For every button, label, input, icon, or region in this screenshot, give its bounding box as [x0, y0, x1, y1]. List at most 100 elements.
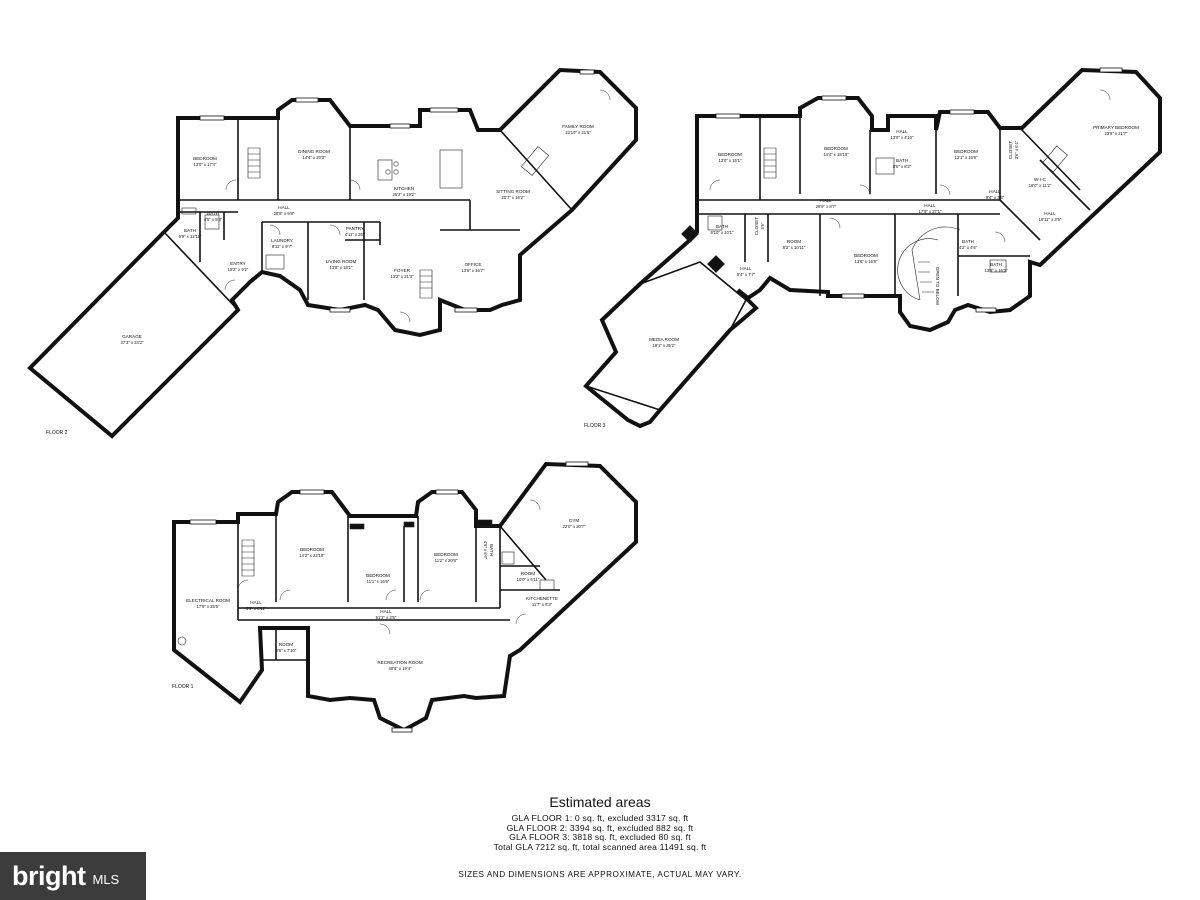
room-dim: 4'2" x 4'6": [959, 245, 978, 250]
room-name: KITCHENETTE: [526, 596, 558, 601]
room-name: DINING ROOM: [298, 149, 330, 154]
area-line-floor-1: GLA FLOOR 1: 0 sq. ft, excluded 3317 sq.…: [511, 813, 689, 823]
room-name: PANTRY: [346, 226, 364, 231]
room-dim: 9'4" x 3'6": [986, 195, 1005, 200]
room-name: GARAGE: [122, 334, 142, 339]
floor-1-windows: [189, 461, 589, 733]
room-dim: 23'6" x 21'7": [1105, 131, 1128, 136]
room-dim: 13'9" x 16'3": [985, 268, 1008, 273]
room-name: BEDROOM: [366, 573, 390, 578]
room-dim: 14'4" x 20'0": [303, 155, 326, 160]
room-name: BATH: [489, 544, 494, 556]
room-name: W-I-C: [1034, 177, 1047, 182]
room-name: BEDROOM: [193, 156, 217, 161]
floor-plans: BEDROOM 13'0" x 17'4" DINING ROOM 14'4" …: [27, 67, 1162, 733]
room-name: HALL: [924, 203, 936, 208]
room-dim: 20'7" x 16'2": [502, 195, 525, 200]
room-dim: 9'6" x 7'10": [276, 648, 297, 653]
floor-3-windows: [715, 67, 1123, 313]
floor-3-room-labels: BEDROOM 13'0" x 15'1" BEDROOM 14'4" x 18…: [649, 125, 1139, 348]
floor-2-doors: [224, 89, 611, 323]
room-name: FAMILY ROOM: [562, 124, 594, 129]
room-name: HALL: [820, 198, 832, 203]
room-name: ROOM: [279, 642, 293, 647]
room-name: ROOM: [787, 239, 801, 244]
brand-name: bright: [12, 860, 86, 891]
estimated-areas: Estimated areas GLA FLOOR 1: 0 sq. ft, e…: [450, 794, 750, 852]
room-dim: 26'9" x 8'7": [816, 204, 837, 209]
room-name: BATH: [896, 158, 908, 163]
room-name: HALL: [1044, 211, 1056, 216]
brand-suffix: MLS: [92, 872, 120, 887]
room-dim: 8'11" x 9'7": [272, 244, 293, 249]
room-name: ROOM: [521, 571, 535, 576]
room-name: SITTING ROOM: [496, 189, 530, 194]
room-dim: 6'9" x 12'11": [179, 234, 202, 239]
room-name: LIVING ROOM: [326, 259, 357, 264]
room-name: OFFICE: [465, 262, 482, 267]
room-name: CLOSET: [1008, 141, 1013, 160]
room-name: BEDROOM: [300, 547, 324, 552]
room-dim: 14'4" x 18'10": [823, 152, 849, 157]
room-dim: 13'0" x 15'1": [719, 158, 742, 163]
floor-2-plan: BEDROOM 13'0" x 17'4" DINING ROOM 14'4" …: [27, 67, 638, 439]
room-name: BEDROOM: [824, 146, 848, 151]
room-dim: 13'8" x 18'1": [330, 265, 353, 270]
room-dim: 4'11" x 26'": [345, 232, 366, 237]
room-name: HALL: [250, 600, 262, 605]
area-line-floor-2: GLA FLOOR 2: 3394 sq. ft, excluded 882 s…: [506, 822, 694, 833]
room-name: PRIMARY BEDROOM: [1093, 125, 1139, 130]
room-dim: 14'3" x 22'10": [299, 553, 325, 558]
room-name: BEDROOM: [718, 152, 742, 157]
floor-1-outline: [172, 461, 638, 733]
garage-walls: [28, 230, 240, 438]
area-line-floor-3: GLA FLOOR 3: 3818 sq. ft, excluded 80 sq…: [509, 832, 691, 843]
floor-3-plan: BEDROOM 13'0" x 15'1" BEDROOM 14'4" x 18…: [583, 67, 1162, 429]
room-name: RECREATION ROOM: [377, 660, 423, 665]
room-dim: 5'6": [760, 222, 765, 229]
room-dim: 37'3" x 24'2": [121, 340, 144, 345]
area-line-total: Total GLA 7212 sq. ft, total scanned are…: [493, 841, 707, 852]
room-name: HALL: [278, 205, 290, 210]
room-dim: 40'6" x 19'4": [389, 666, 412, 671]
room-name: CLOSET: [754, 217, 759, 236]
floor-1-label: FLOOR 1: [172, 684, 194, 690]
room-name: ELECTRICAL ROOM: [186, 598, 230, 603]
floor-2-outline: [27, 67, 638, 439]
room-dim: 51'3" x 3'6": [376, 615, 397, 620]
floor-3-interior-walls: [697, 116, 1091, 296]
room-name: FOYER: [394, 268, 411, 273]
room-dim: 8'3" x 10'11": [783, 245, 806, 250]
room-dim: 13'6" x 16'8": [855, 259, 878, 264]
room-dim: 5'9" x 8'11": [246, 606, 267, 611]
room-name: GYM: [569, 518, 580, 523]
floor-2-label: FLOOR 2: [46, 430, 68, 436]
room-dim: 17'9" x 25'5": [197, 604, 220, 609]
room-name: HALL: [740, 266, 752, 271]
media-room-walls: [584, 261, 748, 411]
room-name: BEDROOM: [854, 253, 878, 258]
room-dim: 10'0" x 6'11": [517, 577, 540, 582]
room-dim: 11'2" x 20'8": [435, 558, 458, 563]
floor-2-windows: [199, 69, 595, 313]
floor-2-room-labels: BEDROOM 13'0" x 17'4" DINING ROOM 14'4" …: [121, 124, 594, 345]
room-dim: 12'1" x 16'8": [955, 155, 978, 160]
floor-1-fixtures: [177, 519, 555, 646]
floor-2-interior-walls: [178, 118, 573, 300]
room-dim: 13'0" x 4'10": [891, 135, 914, 140]
room-dim: 9'10" x 10'1": [711, 230, 734, 235]
room-dim: 17'9" x 27'1": [919, 209, 942, 214]
room-dim: 16'11" x 3'5": [1039, 217, 1062, 222]
room-name: OPEN TO BELOW: [935, 267, 940, 306]
room-name: ENTRY: [230, 261, 246, 266]
floor-3-stair: [681, 145, 1068, 301]
floor-3-outline: [583, 67, 1162, 429]
room-name: KITCHEN: [394, 186, 414, 191]
floor-2-fixtures: [181, 146, 550, 299]
room-dim: 28'8" x 9'8": [274, 211, 295, 216]
room-dim: 13'0" x 17'4": [194, 162, 217, 167]
room-dim: 11'7" x 6'3": [532, 602, 553, 607]
room-name: HALL: [380, 609, 392, 614]
room-name: MEDIA ROOM: [649, 337, 679, 342]
room-dim: 22'0" x 20'7": [563, 524, 586, 529]
